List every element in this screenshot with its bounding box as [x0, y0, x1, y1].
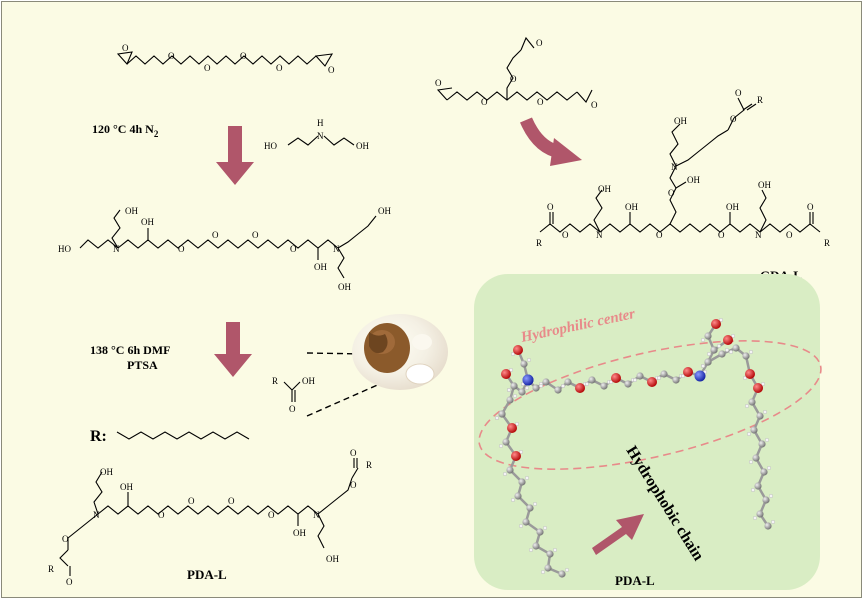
int-o-3: O — [252, 230, 259, 240]
gte-o-2: O — [510, 74, 517, 84]
gda-n-top: N — [671, 162, 678, 172]
step1-conditions: 120 °C 4h N2 — [92, 122, 159, 139]
diethanolamine-structure: HO H N OH — [264, 118, 369, 151]
pda-o-3: O — [228, 496, 235, 506]
ether-o-4: O — [276, 63, 283, 73]
pda-carbonyl-o-left: O — [66, 577, 73, 587]
pda-ester-o-right: O — [350, 480, 357, 490]
gda-r-right: R — [824, 238, 830, 248]
int-n-left: N — [113, 244, 120, 254]
dea-ho: HO — [264, 141, 277, 151]
int-oh-3: OH — [314, 262, 327, 272]
step2-conditions-line2: PTSA — [127, 358, 158, 372]
coconut-image — [352, 314, 448, 390]
gda-carbonyl-o-right: O — [807, 202, 814, 212]
pda-r-left: R — [48, 564, 54, 574]
fatty-acid-structure: R OH O — [272, 376, 315, 414]
pda-carbonyl-o-right: O — [350, 448, 357, 458]
pda-l-model-label: PDA-L — [615, 573, 655, 588]
pda-l-ball-and-stick-model — [495, 318, 776, 578]
int-oh-2: OH — [141, 217, 154, 227]
pda-ester-o-left: O — [62, 534, 69, 544]
pda-o-2: O — [188, 496, 195, 506]
int-n-right: N — [333, 244, 340, 254]
gda-oh-right: OH — [726, 202, 739, 212]
gte-epox-o-right: O — [591, 100, 598, 110]
ether-o-3: O — [240, 51, 247, 61]
gda-carbonyl-o-left: O — [547, 202, 554, 212]
epoxide-o-right: O — [328, 65, 335, 75]
gda-ester-o-left: O — [562, 230, 569, 240]
gda-n-right: N — [755, 230, 762, 240]
ether-o-2: O — [204, 63, 211, 73]
gda-n-left: N — [596, 230, 603, 240]
epoxide-o-left: O — [122, 43, 129, 53]
gda-oh-left-top: OH — [598, 184, 611, 194]
gda-r-left: R — [536, 238, 542, 248]
gte-epox-o-top: O — [536, 38, 543, 48]
peg-diglycidyl-ether-structure: O O O O O O — [116, 43, 335, 75]
int-oh-top: OH — [125, 206, 138, 216]
reaction-arrow-2 — [214, 322, 252, 377]
gda-oh-right-top: OH — [758, 180, 771, 190]
pda-oh-top: OH — [100, 467, 113, 477]
molecular-model-panel — [474, 274, 820, 590]
gda-ester-o-top: O — [730, 114, 737, 124]
gda-o-2: O — [718, 230, 725, 240]
glycerol-triglycidyl-ether-structure: O O O O O O — [435, 36, 598, 110]
int-o-2: O — [212, 230, 219, 240]
gda-o-1: O — [656, 230, 663, 240]
gda-ester-o-right: O — [786, 230, 793, 240]
pda-r-right: R — [366, 460, 372, 470]
gda-o-center: O — [668, 188, 675, 198]
reaction-arrow-3 — [520, 117, 582, 166]
acid-oh: OH — [302, 376, 315, 386]
int-o-4: O — [290, 244, 297, 254]
int-oh-bottom: OH — [338, 282, 351, 292]
gte-o-1: O — [481, 97, 488, 107]
ether-o-1: O — [168, 51, 175, 61]
pda-n-right: N — [313, 510, 320, 520]
dea-h: H — [317, 118, 324, 128]
gda-r-top: R — [757, 95, 763, 105]
pda-oh-bottom: OH — [326, 554, 339, 564]
hydrophilic-center-ellipse — [478, 340, 822, 470]
gda-oh-top: OH — [674, 116, 687, 126]
gda-oh-center: OH — [687, 175, 700, 185]
r-group-label: R: — [90, 428, 107, 445]
step2-conditions-line1: 138 °C 6h DMF — [90, 343, 170, 357]
reaction-arrow-1 — [216, 126, 254, 185]
gte-epox-o-left: O — [435, 78, 442, 88]
intermediate-polyol-structure: OH OH N HO O O O O OH N OH OH — [58, 206, 391, 292]
pda-n-left: N — [93, 510, 100, 520]
int-oh-right: OH — [378, 206, 391, 216]
gda-oh-left: OH — [625, 202, 638, 212]
pda-oh-2: OH — [120, 482, 133, 492]
pda-oh-3: OH — [293, 528, 306, 538]
acid-o: O — [289, 404, 296, 414]
int-o-1: O — [178, 244, 185, 254]
pda-o-1: O — [158, 510, 165, 520]
pda-l-label: PDA-L — [187, 567, 227, 582]
dea-oh: OH — [356, 141, 369, 151]
dea-n: N — [317, 131, 324, 141]
acid-r: R — [272, 376, 278, 386]
gda-carbonyl-o-top: O — [735, 88, 742, 98]
gte-o-3: O — [537, 97, 544, 107]
pda-l-structure: OH OH N O R O O O O O OH N OH O O R — [48, 448, 372, 587]
model-arrow — [592, 514, 644, 555]
pda-o-4: O — [268, 510, 275, 520]
gda-l-structure: R O O N OH OH O O O OH N OH O O R OH N O… — [536, 88, 830, 248]
r-alkyl-chain — [116, 431, 250, 440]
int-ho-left: HO — [58, 244, 71, 254]
